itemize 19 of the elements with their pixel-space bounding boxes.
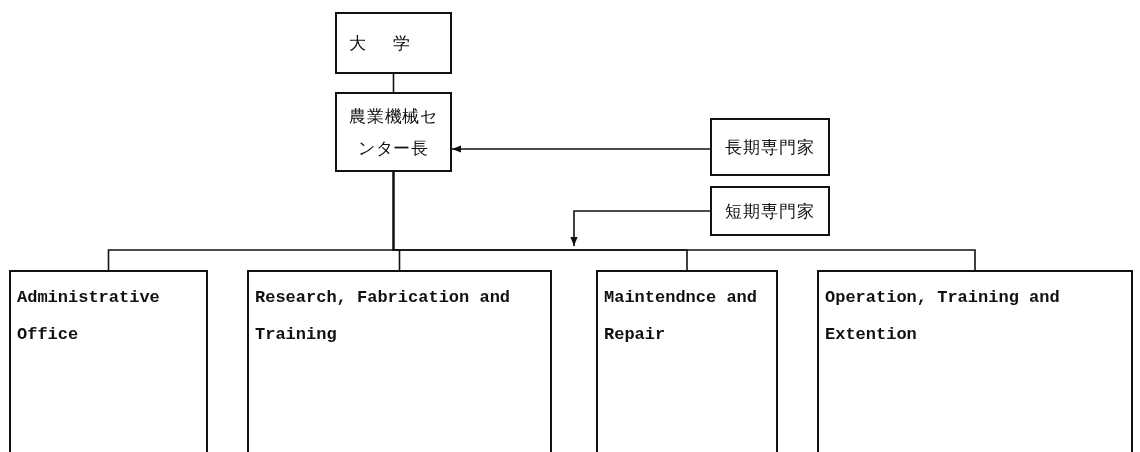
box-label: 大学 — [349, 31, 438, 55]
org-box — [710, 118, 830, 176]
arrow — [570, 210, 711, 247]
box-label: 短期専門家 — [725, 199, 815, 223]
department-box — [9, 270, 208, 452]
box-label: 農業機械センター長 — [347, 104, 440, 160]
connector-line — [392, 171, 976, 271]
arrow — [451, 145, 711, 153]
org-box — [335, 92, 452, 172]
org-box — [710, 186, 830, 236]
department-box — [817, 270, 1133, 452]
box-label: Operation, Training and Extention — [825, 287, 1061, 346]
org-box — [335, 12, 452, 74]
department-box — [596, 270, 778, 452]
box-label: Research, Fabrication and Training — [255, 287, 512, 346]
box-label: Maintendnce and Repair — [604, 287, 759, 346]
box-label: 長期専門家 — [725, 135, 815, 159]
department-box — [247, 270, 552, 452]
box-label: Administrative Office — [17, 287, 161, 346]
